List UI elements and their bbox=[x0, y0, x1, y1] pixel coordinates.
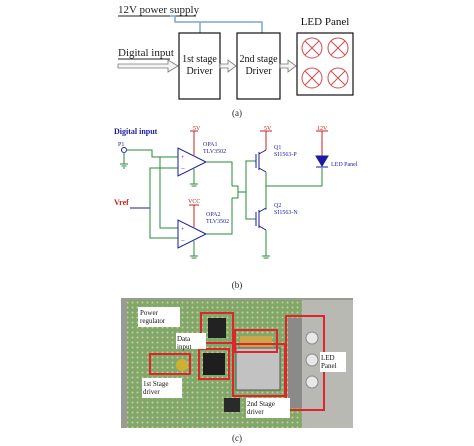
gate-drive-wires bbox=[238, 160, 256, 220]
stage-arrow-2 bbox=[279, 59, 297, 73]
input-to-opa2-wire bbox=[159, 157, 178, 229]
label-bg bbox=[320, 352, 346, 372]
opa1-symbol bbox=[177, 147, 208, 177]
stage1-line2: Driver bbox=[186, 66, 213, 77]
q1-supply-wire bbox=[260, 130, 272, 150]
q1-part: SI1563-P bbox=[274, 152, 297, 158]
led-icon bbox=[305, 353, 319, 367]
led-icon bbox=[305, 331, 319, 345]
data-connector bbox=[240, 336, 272, 348]
stage1-driver-box bbox=[178, 32, 221, 100]
p1-ground-icon bbox=[120, 152, 128, 169]
panel-b-schematic: Digital input P1 Vref + − OPA1 TLV3502 5… bbox=[114, 126, 358, 290]
caption-b: (b) bbox=[232, 280, 243, 290]
opa1-ground-icon bbox=[190, 169, 198, 187]
highlight-capacitor bbox=[149, 353, 191, 375]
digital-input-label-a: Digital input bbox=[118, 47, 174, 59]
highlight-data-input bbox=[234, 329, 278, 353]
opa2-plus-sign: + bbox=[181, 227, 185, 233]
opa1-name: OPA1 bbox=[203, 142, 217, 148]
led-diode-icon bbox=[315, 155, 329, 168]
q1-supply-5v: 5V bbox=[264, 126, 272, 132]
opa1-supply-wire bbox=[190, 130, 198, 155]
opa2-supply-wire bbox=[189, 204, 199, 227]
led-supply-12v: 12V bbox=[317, 126, 328, 132]
stage2-line1: 2nd stage bbox=[239, 54, 278, 65]
opa2-symbol bbox=[177, 219, 208, 249]
opa1-plus-sign: + bbox=[181, 155, 185, 161]
label-bg bbox=[246, 398, 290, 418]
q2-part: SI1563-N bbox=[274, 210, 298, 216]
q2-transistor-icon bbox=[255, 207, 267, 231]
capacitor bbox=[176, 359, 188, 371]
vref-label: Vref bbox=[114, 198, 129, 207]
led-panel-label-b: LED Panel bbox=[331, 162, 358, 168]
digital-input-label-b: Digital input bbox=[114, 127, 158, 136]
led-panel-label-a: LED Panel bbox=[301, 16, 350, 28]
highlight-power-regulator bbox=[200, 312, 234, 344]
q1-name: Q1 bbox=[274, 145, 281, 151]
led-supply-wire bbox=[316, 130, 328, 156]
panel-a-block-diagram: 12V power supply Digital input 1st stage… bbox=[117, 4, 354, 118]
p1-label: P1 bbox=[118, 142, 124, 148]
power-supply-label: 12V power supply bbox=[118, 4, 200, 16]
q2-ground-icon bbox=[262, 230, 270, 259]
opa2-part: TLV3502 bbox=[206, 219, 229, 225]
stage-arrow-1 bbox=[219, 59, 237, 73]
stage1-line1: 1st stage bbox=[182, 54, 217, 65]
stage2-line2: Driver bbox=[245, 66, 272, 77]
vref-feed-wire bbox=[149, 167, 178, 239]
led-icon bbox=[305, 375, 319, 389]
input-arrow bbox=[117, 59, 179, 73]
second-stage-chip bbox=[235, 347, 281, 391]
small-chip bbox=[224, 398, 240, 412]
q1-transistor-icon bbox=[255, 149, 267, 173]
regulator-chip bbox=[208, 318, 226, 338]
opa-output-wires bbox=[206, 161, 233, 235]
opa1-minus-sign: − bbox=[181, 165, 185, 173]
header-pins bbox=[288, 318, 302, 408]
opa1-supply-5v: 5V bbox=[193, 126, 201, 132]
label-bg bbox=[176, 333, 206, 349]
led-panel-leds bbox=[301, 37, 349, 89]
opa2-minus-sign: − bbox=[181, 237, 185, 245]
caption-a: (a) bbox=[232, 108, 242, 118]
q2-name: Q2 bbox=[274, 203, 281, 209]
label-bg bbox=[142, 378, 182, 398]
opa2-ground-icon bbox=[190, 241, 198, 259]
caption-c: (c) bbox=[232, 433, 242, 443]
highlight-first-stage bbox=[198, 348, 230, 380]
stage2-driver-box bbox=[236, 32, 281, 100]
opa2-name: OPA2 bbox=[206, 212, 220, 218]
label-bg bbox=[138, 307, 180, 327]
p1-terminal-icon bbox=[121, 147, 127, 153]
output-node bbox=[232, 185, 239, 199]
opa1-part: TLV3502 bbox=[203, 149, 226, 155]
first-stage-chip bbox=[203, 353, 225, 375]
input-wire bbox=[126, 149, 178, 158]
opa2-supply-vcc: VCC bbox=[188, 199, 200, 205]
supply-to-stage2-line bbox=[170, 15, 263, 33]
led-drive-wire bbox=[266, 168, 323, 187]
led-cross-icon bbox=[304, 40, 346, 86]
